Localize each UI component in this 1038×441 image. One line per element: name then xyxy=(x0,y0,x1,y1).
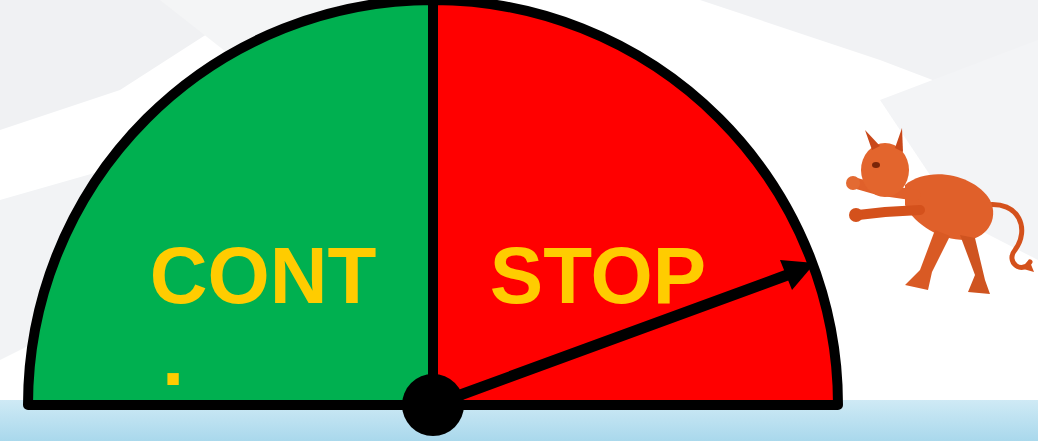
needle-hub xyxy=(402,374,464,436)
gauge-needle xyxy=(433,274,790,405)
zone-label: . xyxy=(148,318,198,398)
quadrant-fill xyxy=(28,0,433,405)
quadrant-shape xyxy=(433,0,838,405)
gauge-base-line xyxy=(28,400,838,410)
devil-figure xyxy=(846,128,1034,294)
stop-zone: STOP xyxy=(433,0,838,405)
quadrant-fill xyxy=(433,0,838,405)
quadrant-shape xyxy=(28,0,433,405)
zone-label: STOP xyxy=(433,236,763,316)
go-zone: CONT. xyxy=(28,0,433,405)
needle-head xyxy=(780,260,815,290)
background-shape xyxy=(880,40,1038,260)
zone-label: CONT xyxy=(88,236,438,316)
